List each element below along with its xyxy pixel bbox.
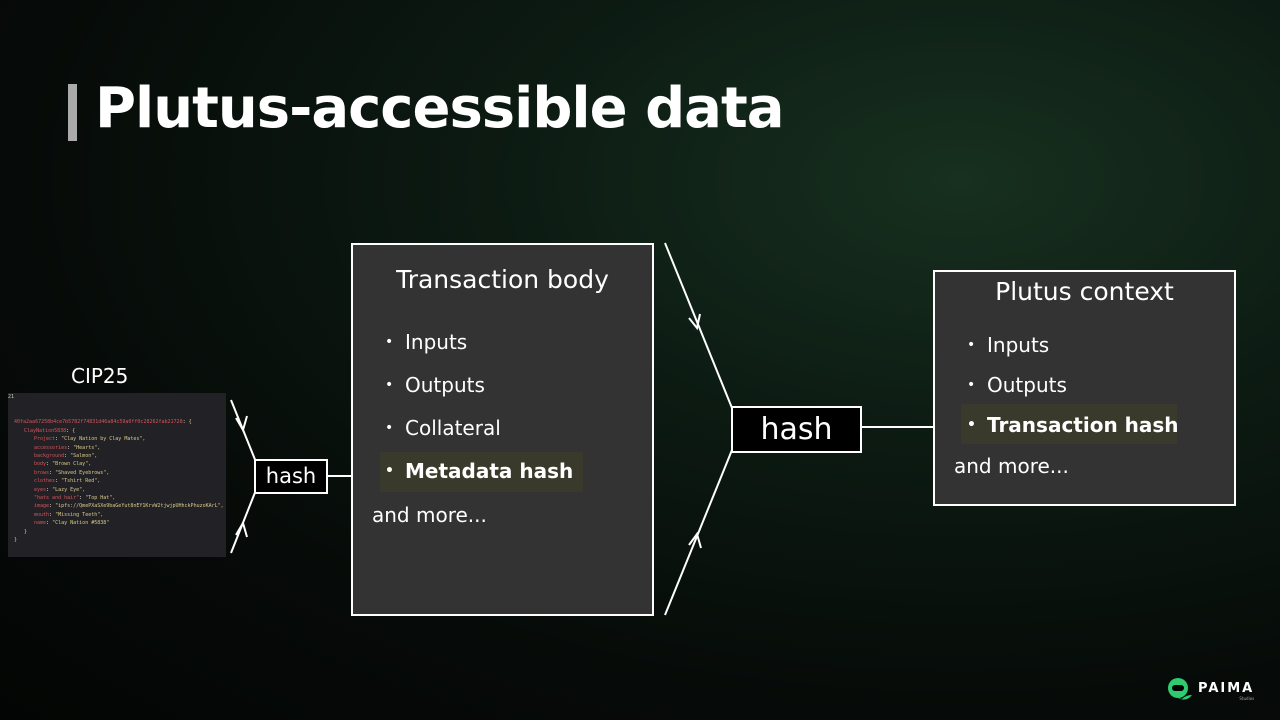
code-line: eyes: "Lazy Eye", [34,486,86,493]
code-line: Project: "Clay Nation by Clay Mates", [34,436,146,443]
cip25-label: CIP25 [71,364,129,388]
tx-item-collateral: Collateral [385,416,501,440]
code-value: "Shaved Eyebrows", [55,469,110,476]
title-accent-bar [68,84,77,141]
hash-big-box: hash [731,406,862,453]
code-line: clothes: "Tshirt Red", [34,478,101,485]
code-value: "Top Hat", [85,495,116,502]
code-line: } [14,536,226,544]
code-value: { [188,419,192,426]
page-title: Plutus-accessible data [95,76,785,141]
tx-item-metadata-hash: Metadata hash [385,459,573,483]
code-value: } [14,537,18,544]
code-key: image [34,503,50,510]
paima-logo-icon [1168,678,1192,700]
code-value: "Tshirt Red", [61,478,101,485]
code-line: background: "Salmon", [34,453,98,460]
plutus-context-title: Plutus context [995,277,1174,306]
code-line: "hats and hair": "Top Hat", [34,495,116,502]
code-key: eyes [34,486,47,493]
line-number: 21 [8,394,15,400]
code-key: name [34,520,47,527]
code-line: body: "Brown Clay", [34,461,92,468]
code-value: "Clay Nation by Clay Mates", [61,436,146,443]
code-value: "Missing Teeth", [55,511,104,518]
code-key: background [34,453,65,460]
transaction-body-box: Transaction body [351,243,654,616]
code-key: brows [34,469,50,476]
code-key: ClayNation5838 [24,427,67,434]
code-key: mouth [34,511,50,518]
code-line: brows: "Shaved Eyebrows", [34,469,110,476]
code-line: ClayNation5838: { [24,427,76,434]
code-line: image: "ipfs://QmePXaSXe9baGeYut8nEY1Krv… [34,503,224,510]
plutus-context-box: Plutus context [933,270,1236,506]
transaction-body-title: Transaction body [396,265,609,294]
code-key: clothes [34,478,56,485]
plutus-more: and more... [954,454,1069,478]
tx-item-outputs: Outputs [385,373,485,397]
code-key: accessories [34,444,68,451]
code-line: 40fa2aa67258b4ce7b5782f74831d46a84c59a0f… [14,419,192,426]
code-key: "hats and hair" [34,495,80,502]
code-value: { [72,427,76,434]
plutus-item-transaction-hash: Transaction hash [967,413,1178,437]
code-line: } [14,528,226,536]
code-value: "Clay Nation #5838" [52,520,110,527]
code-key: Project [34,436,56,443]
code-value: "Hearts", [73,444,101,451]
metadata-code-block: 21 40fa2aa67258b4ce7b5782f74831d46a84c59a… [8,393,226,557]
code-value: "ipfs://QmePXaSXe9baGeYut8nEY1KrvW2tjwjp… [55,503,224,510]
tx-item-inputs: Inputs [385,330,467,354]
plutus-item-inputs: Inputs [967,333,1049,357]
code-key: body [34,461,47,468]
code-value: "Lazy Eye", [52,486,86,493]
hash-small-box: hash [254,459,328,494]
code-value: } [24,528,28,535]
paima-logo-name: PAIMA [1198,681,1255,696]
tx-more: and more... [372,503,487,527]
code-key: 40fa2aa67258b4ce7b5782f74831d46a84c59a0f… [14,419,183,426]
code-value: "Salmon", [70,453,98,460]
plutus-item-outputs: Outputs [967,373,1067,397]
paima-logo-sub: Studios [1239,696,1255,701]
code-line: accessories: "Hearts", [34,444,101,451]
code-line: name: "Clay Nation #5838" [34,520,110,527]
code-line: mouth: "Missing Teeth", [34,511,104,518]
code-value: "Brown Clay", [52,461,92,468]
